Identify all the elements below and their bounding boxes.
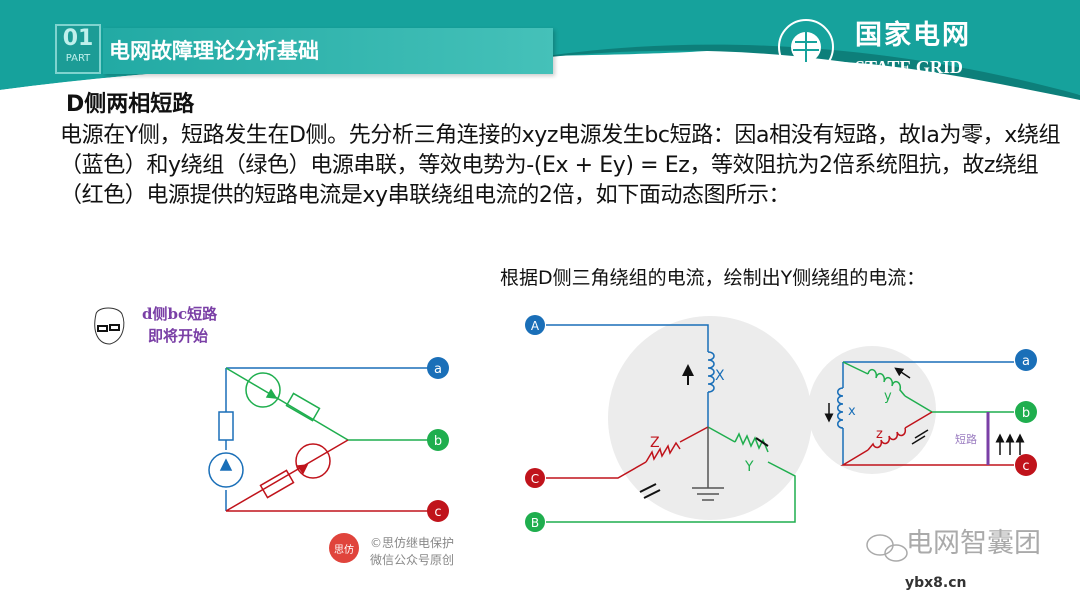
ground-icon <box>692 427 724 501</box>
winding-y-label: y <box>884 389 892 404</box>
bubble-line-2: 即将开始 <box>148 327 209 345</box>
section-title: 电网故障理论分析基础 <box>103 28 553 74</box>
watermark-line-1: ©思仿继电保护 <box>370 536 455 550</box>
svg-text:B: B <box>531 516 539 530</box>
svg-text:b: b <box>1022 406 1030 421</box>
diagram-caption: 根据D侧三角绕组的电流，绘制出Y侧绕组的电流： <box>500 267 926 289</box>
svg-text:A: A <box>531 319 540 333</box>
copyright-watermark: ©思仿继电保护微信公众号原创 <box>370 535 454 569</box>
coil-y <box>867 368 906 397</box>
terminal-c[interactable]: c <box>427 500 449 522</box>
part-label: PART <box>65 53 91 64</box>
terminal-b[interactable]: b <box>427 429 449 451</box>
logo-en: STATE GRID <box>855 57 963 77</box>
terminal-b[interactable]: b <box>1015 401 1037 423</box>
svg-text:a: a <box>1022 354 1030 369</box>
slide-heading: D侧两相短路 <box>66 92 195 117</box>
coil-z <box>867 427 907 451</box>
current-arrow-icon <box>755 437 769 447</box>
svg-text:c: c <box>1022 459 1029 474</box>
part-number: 01 <box>62 26 94 51</box>
stamp-icon: 思仿 <box>329 533 359 563</box>
short-circuit-label: 短路 <box>955 432 977 446</box>
coil-x <box>707 351 715 393</box>
winding-Y-label: Y <box>744 459 754 475</box>
terminal-a[interactable]: a <box>1015 349 1037 371</box>
animation-start-label: d侧bc短路即将开始 <box>142 303 217 347</box>
svg-text:b: b <box>434 434 442 449</box>
terminal-A[interactable]: A <box>525 315 545 335</box>
terminal-c[interactable]: c <box>1015 454 1037 476</box>
wechat-icon <box>866 534 908 562</box>
watermark-line-2: 微信公众号原创 <box>370 553 455 567</box>
cartoon-face-icon <box>94 307 125 345</box>
bubble-line-1: d侧bc短路 <box>142 305 218 323</box>
phase-a-line <box>208 367 430 511</box>
winding-x-label: x <box>848 404 856 419</box>
state-grid-logo-icon <box>778 19 834 75</box>
svg-text:思仿: 思仿 <box>334 543 354 556</box>
terminal-B[interactable]: B <box>525 512 545 532</box>
current-arrow-icon <box>894 367 911 379</box>
svg-text:C: C <box>531 472 539 486</box>
terminal-C[interactable]: C <box>525 468 545 488</box>
svg-text:c: c <box>434 505 441 520</box>
winding-z-label: z <box>876 427 883 442</box>
brand-watermark: 电网智囊团 <box>906 528 1041 559</box>
phase-c-line <box>225 439 430 512</box>
coil-z <box>645 441 681 463</box>
slide-paragraph: 电源在Y侧，短路发生在D侧。先分析三角连接的xyz电源发生bc短路：因a相没有短… <box>60 123 1061 208</box>
coil-x <box>837 387 844 429</box>
winding-Z-label: Z <box>650 435 660 451</box>
terminal-a[interactable]: a <box>427 357 449 379</box>
short-current-arrows-icon <box>995 433 1025 455</box>
current-arrow-icon <box>911 429 929 445</box>
winding-X-label: X <box>715 368 725 384</box>
svg-text:a: a <box>434 362 442 377</box>
logo-cn: 国家电网 <box>855 20 971 51</box>
current-arrow-icon <box>639 483 661 499</box>
site-watermark: ybx8.cn <box>905 575 967 591</box>
